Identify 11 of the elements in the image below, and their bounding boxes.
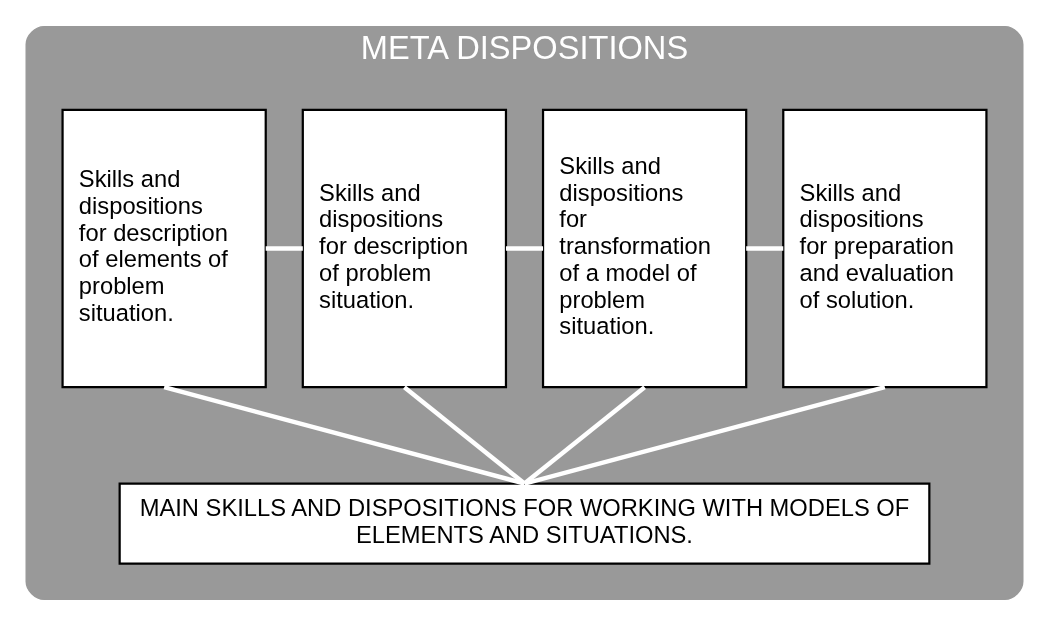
connector	[523, 385, 886, 486]
node-box: Skills and dispositions for preparation and evaluation of solution.	[782, 108, 988, 389]
connector	[505, 246, 544, 251]
node-box: MAIN SKILLS AND DISPOSITIONS FOR WORKING WITH MODELS OF ELEMENTS AND SITUATIONS.	[118, 482, 931, 565]
connector	[163, 385, 526, 486]
node-box: Skills and dispositions for description of elements of problem situation.	[61, 108, 267, 389]
connector	[403, 385, 526, 486]
node-box: Skills and dispositions for description of problem situation.	[301, 108, 508, 389]
connector	[265, 246, 303, 251]
node-box: Skills and dispositions for transformation of a model of problem situation.	[541, 108, 748, 389]
connector	[746, 246, 784, 251]
